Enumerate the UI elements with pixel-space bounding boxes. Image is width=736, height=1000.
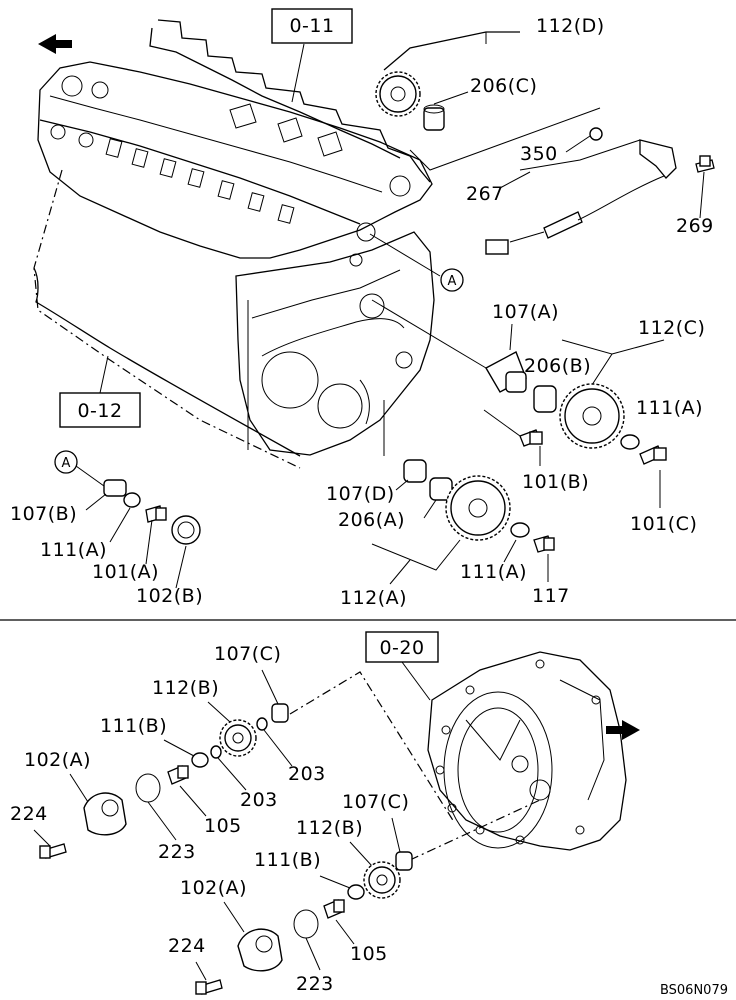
label-223-upper: 223 (158, 841, 196, 863)
shaft-107d (403, 459, 427, 483)
reference-0-20-text: 0-20 (379, 637, 424, 659)
label-111a-bottom: 111(A) (460, 561, 527, 583)
sensor-assembly-267 (485, 127, 677, 255)
svg-text:A: A (62, 456, 71, 471)
label-107c-upper: 107(C) (214, 643, 281, 665)
bolt-101b (519, 429, 543, 447)
label-111b-lower: 111(B) (254, 849, 321, 871)
gear-112b-upper (219, 719, 257, 757)
label-112b-upper: 112(B) (152, 677, 219, 699)
label-224-lower: 224 (168, 935, 206, 957)
front-direction-arrow-bottom (606, 720, 640, 740)
cylinder-head-drawing (37, 19, 433, 259)
label-112b-lower: 112(B) (296, 817, 363, 839)
label-224-upper: 224 (10, 803, 48, 825)
washer-203-left (210, 745, 222, 759)
label-111a-left: 111(A) (40, 539, 107, 561)
reference-0-12[interactable]: 0-12 (59, 392, 141, 428)
reference-0-20[interactable]: 0-20 (365, 631, 439, 663)
bolt-117 (533, 535, 555, 553)
shaft-107a (485, 351, 527, 393)
flywheel-housing-drawing (427, 651, 627, 851)
bolt-224-lower (195, 979, 223, 995)
bushing-206b (533, 385, 557, 413)
shaft-107c-lower (395, 851, 413, 871)
washer-111a-left (123, 492, 141, 508)
label-105-upper: 105 (204, 815, 242, 837)
label-203-left: 203 (240, 789, 278, 811)
front-direction-arrow-top (38, 34, 72, 54)
reference-0-11-text: 0-11 (289, 15, 334, 37)
bolt-269 (695, 155, 715, 173)
bolt-105-upper (167, 765, 189, 785)
washer-203-right (256, 717, 268, 731)
label-117: 117 (532, 585, 570, 607)
cover-102a-upper (83, 792, 127, 836)
washer-111a-bottom (510, 522, 530, 538)
label-206b: 206(B) (524, 355, 591, 377)
label-111b-upper: 111(B) (100, 715, 167, 737)
o-ring-223-upper (135, 773, 161, 803)
washer-111b-lower (347, 884, 365, 900)
label-107b: 107(B) (10, 503, 77, 525)
engine-block-drawing (33, 169, 435, 469)
label-101b: 101(B) (522, 471, 589, 493)
bolt-105-lower (323, 899, 345, 919)
bolt-224-upper (39, 843, 67, 859)
drawing-code: BS06N079 (660, 983, 728, 998)
callout-a-left: A (54, 450, 78, 474)
label-206c: 206(C) (470, 75, 537, 97)
label-269: 269 (676, 215, 714, 237)
label-206a: 206(A) (338, 509, 405, 531)
label-267: 267 (466, 183, 504, 205)
label-102b: 102(B) (136, 585, 203, 607)
washer-111b-upper (191, 752, 209, 768)
label-111a-right: 111(A) (636, 397, 703, 419)
reference-0-12-text: 0-12 (77, 400, 122, 422)
plug-107b (103, 479, 127, 497)
bushing-206c (423, 104, 445, 131)
idle-gear-112d (375, 71, 421, 117)
bolt-101c (639, 445, 667, 465)
gear-112b-lower (363, 861, 401, 899)
reference-0-11[interactable]: 0-11 (271, 8, 353, 44)
shaft-107c-upper (271, 703, 289, 723)
bolt-101a (145, 505, 167, 523)
idle-gear-112c (559, 383, 625, 449)
label-203-right: 203 (288, 763, 326, 785)
svg-text:A: A (448, 274, 457, 289)
cap-102b (171, 515, 201, 545)
idle-gear-112a (445, 475, 511, 541)
label-112c: 112(C) (638, 317, 705, 339)
label-102a-upper: 102(A) (24, 749, 91, 771)
label-101c: 101(C) (630, 513, 697, 535)
label-350: 350 (520, 143, 558, 165)
cover-102a-lower (237, 928, 283, 972)
label-107c-lower: 107(C) (342, 791, 409, 813)
label-112d: 112(D) (536, 15, 605, 37)
callout-a-main: A (440, 268, 464, 292)
label-107a: 107(A) (492, 301, 559, 323)
washer-111a-right (620, 434, 640, 450)
label-223-lower: 223 (296, 973, 334, 995)
label-112a: 112(A) (340, 587, 407, 609)
label-105-lower: 105 (350, 943, 388, 965)
label-102a-lower: 102(A) (180, 877, 247, 899)
o-ring-223-lower (293, 909, 319, 939)
label-107d: 107(D) (326, 483, 395, 505)
label-101a: 101(A) (92, 561, 159, 583)
